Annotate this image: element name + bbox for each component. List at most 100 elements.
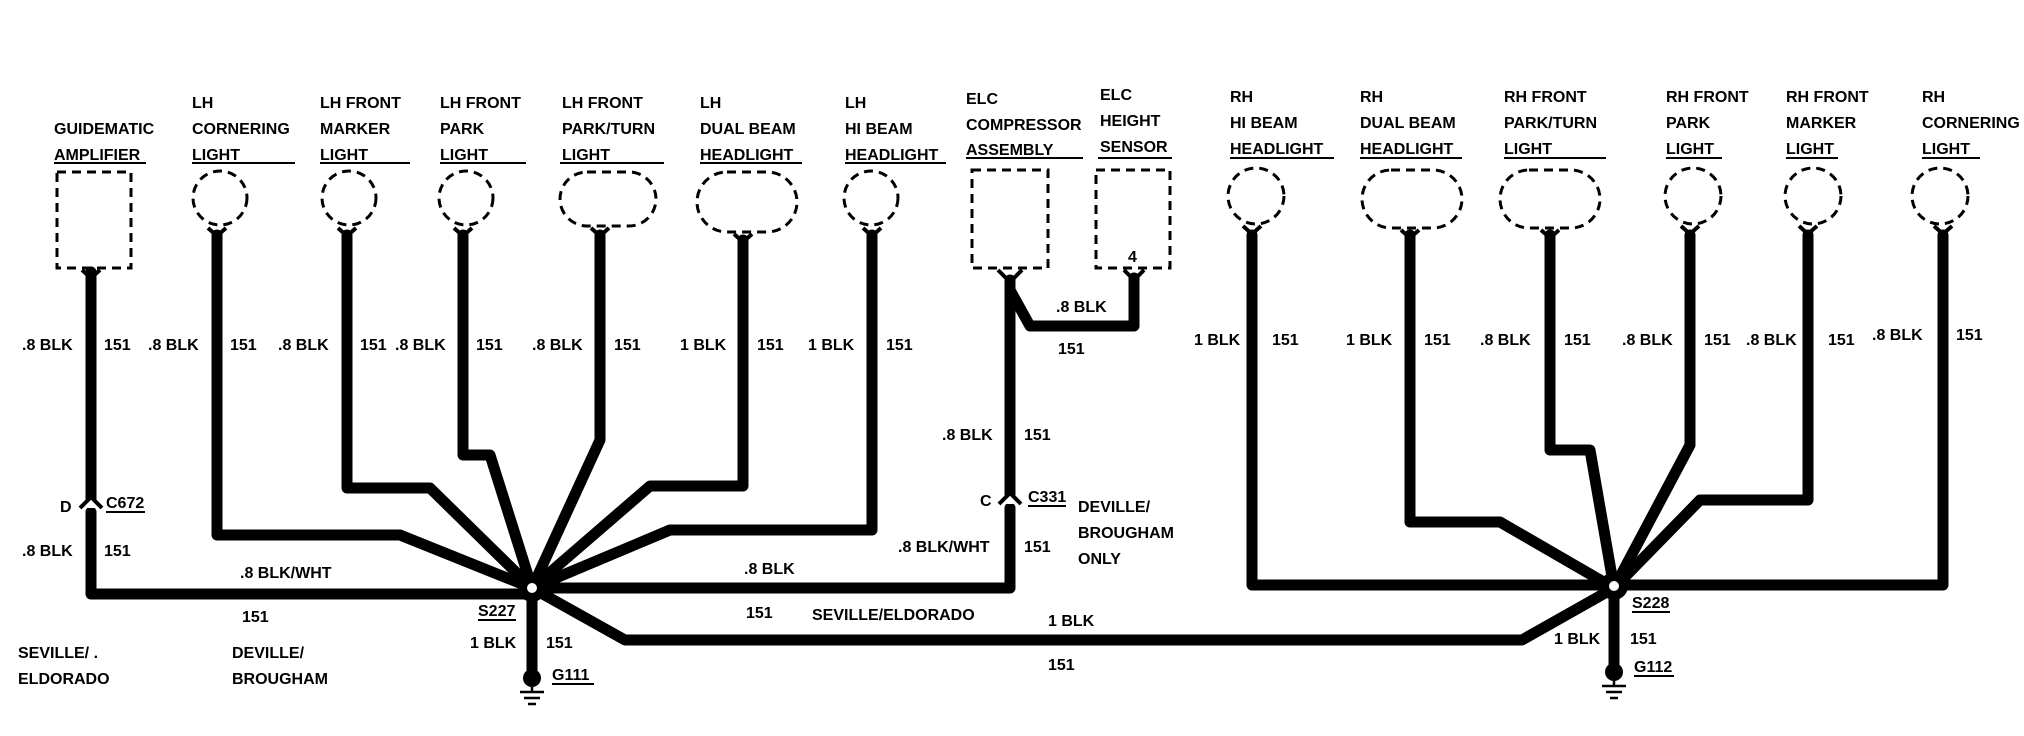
s227-label: S227 xyxy=(478,603,515,620)
wire-circuit-rh-cornering: 151 xyxy=(1956,327,1983,344)
lh-dual-beam-title-3: HEADLIGHT xyxy=(700,147,794,164)
rh-front-park-title-1: RH FRONT xyxy=(1666,89,1749,106)
wire-labels: .8 BLK 151 .8 BLK 151 .8 BLK 151 .8 BLK … xyxy=(22,299,1983,685)
wire-color-lh-cornering: .8 BLK xyxy=(148,337,199,354)
rh-hi-beam-headlight-bulb xyxy=(1226,166,1286,226)
wire-rh-dual-beam xyxy=(1404,229,1620,594)
g111-label: G111 xyxy=(552,667,589,684)
lh-front-park-title-2: PARK xyxy=(440,121,485,138)
lh-front-park-light-bulb xyxy=(437,169,495,227)
rh-dual-beam-headlight-bulb xyxy=(1360,168,1464,230)
wire-color-lh-dual-beam: 1 BLK xyxy=(680,337,727,354)
note-deville-brougham-left-2: BROUGHAM xyxy=(232,671,328,688)
wire-circuit-deville-to-s227: 151 xyxy=(242,609,269,626)
wire-rh-hi-beam xyxy=(1246,229,1620,591)
wire-lh-front-park xyxy=(457,229,538,594)
lh-cornering-light-bulb xyxy=(191,169,249,227)
s228-splice-center xyxy=(1609,581,1619,591)
wire-circuit-lh-hi-beam: 151 xyxy=(886,337,913,354)
s227-to-s228-circuit: 151 xyxy=(1048,657,1075,674)
notes: DEVILLE/ BROUGHAM ONLY SEVILLE/ELDORADO … xyxy=(18,499,1174,688)
pin-rh-front-park-turn xyxy=(1539,228,1561,241)
g112-label: G112 xyxy=(1634,659,1672,676)
rh-front-marker-title-3: LIGHT xyxy=(1786,141,1834,158)
wire-circuit-lh-dual-beam: 151 xyxy=(757,337,784,354)
title-underlines xyxy=(54,157,1980,164)
wire-color-rh-front-marker: .8 BLK xyxy=(1746,332,1797,349)
rh-front-marker-light-bulb xyxy=(1783,166,1843,226)
note-deville-brougham-only-1: DEVILLE/ xyxy=(1078,499,1151,516)
rh-dual-beam-title-1: RH xyxy=(1360,89,1383,106)
rh-front-park-title-2: PARK xyxy=(1666,115,1711,132)
pin-lh-front-marker xyxy=(336,226,358,239)
rh-front-park-turn-title-2: PARK/TURN xyxy=(1504,115,1597,132)
splices xyxy=(518,572,1628,602)
rh-dual-beam-title-3: HEADLIGHT xyxy=(1360,141,1454,158)
lh-dual-beam-title-2: DUAL BEAM xyxy=(700,121,796,138)
wire-rh-front-marker xyxy=(1608,229,1814,594)
wire-circuit-lh-cornering: 151 xyxy=(230,337,257,354)
rh-cornering-title-1: RH xyxy=(1922,89,1945,106)
lh-front-park-turn-title-2: PARK/TURN xyxy=(562,121,655,138)
elc-height-sensor-title-2: HEIGHT xyxy=(1100,113,1161,130)
pin-rh-hi-beam xyxy=(1241,224,1263,237)
guidematic-amplifier-box xyxy=(55,170,133,270)
rh-front-park-turn-title-1: RH FRONT xyxy=(1504,89,1587,106)
rh-dual-beam-title-2: DUAL BEAM xyxy=(1360,115,1456,132)
component-pins xyxy=(80,224,1954,285)
rh-front-marker-title-1: RH FRONT xyxy=(1786,89,1869,106)
wire-lh-front-marker xyxy=(341,229,538,594)
wire-circuit-elc-height-jumper: 151 xyxy=(1058,341,1085,358)
lh-cornering-title-2: CORNERING xyxy=(192,121,290,138)
component-titles: GUIDEMATIC AMPLIFIER LH CORNERING LIGHT … xyxy=(54,87,2020,266)
lh-front-marker-title-2: MARKER xyxy=(320,121,391,138)
elc-height-sensor-title-3: SENSOR xyxy=(1100,139,1168,156)
lh-dual-beam-headlight-bulb xyxy=(695,170,799,234)
pin-lh-front-park-turn xyxy=(589,226,611,239)
pin-lh-front-park xyxy=(452,226,474,239)
wire-circuit-rh-hi-beam: 151 xyxy=(1272,332,1299,349)
g112-ground-bolt xyxy=(1605,663,1623,681)
note-deville-brougham-only-3: ONLY xyxy=(1078,551,1121,568)
wire-color-rh-front-park: .8 BLK xyxy=(1622,332,1673,349)
g111-ground-bolt xyxy=(523,669,541,687)
s227-splice-center xyxy=(527,583,537,593)
pin-elc-compressor xyxy=(996,268,1024,285)
pin-rh-front-marker xyxy=(1797,224,1819,237)
wire-lh-front-park-turn xyxy=(526,229,606,594)
pin-guidematic xyxy=(80,268,102,281)
wire-color-elc-height-jumper: .8 BLK xyxy=(1056,299,1107,316)
lh-cornering-title-3: LIGHT xyxy=(192,147,240,164)
pin-lh-hi-beam xyxy=(861,226,883,239)
wires xyxy=(85,229,1949,676)
wire-lh-dual-beam xyxy=(526,234,749,594)
s227-ground-color: 1 BLK xyxy=(470,635,517,652)
wire-lh-hi-beam xyxy=(526,229,878,594)
lh-hi-beam-title-3: HEADLIGHT xyxy=(845,147,939,164)
wire-circuit-elc-to-s227: 151 xyxy=(746,605,773,622)
pin-rh-front-park xyxy=(1679,224,1701,237)
elc-height-sensor-box xyxy=(1094,168,1172,270)
pin-rh-cornering xyxy=(1932,224,1954,237)
rh-front-park-title-3: LIGHT xyxy=(1666,141,1714,158)
wire-rh-cornering xyxy=(1608,229,1949,591)
rh-hi-beam-title-1: RH xyxy=(1230,89,1253,106)
wire-color-guidematic-lower: .8 BLK xyxy=(22,543,73,560)
s228-label: S228 xyxy=(1632,595,1669,612)
wire-s227-to-s228 xyxy=(526,582,1620,646)
wire-color-rh-dual-beam: 1 BLK xyxy=(1346,332,1393,349)
wire-color-deville-to-s227: .8 BLK/WHT xyxy=(240,565,332,582)
c672-pin-label: D xyxy=(60,499,72,516)
wire-circuit-guidematic-lower: 151 xyxy=(104,543,131,560)
pin-lh-cornering xyxy=(206,226,228,239)
g111-ground-icon xyxy=(520,687,544,706)
wire-circuit-lh-front-park-turn: 151 xyxy=(614,337,641,354)
rh-cornering-light-bulb xyxy=(1910,166,1970,226)
note-seville-eldorado-center: SEVILLE/ELDORADO xyxy=(812,607,975,624)
rh-front-park-turn-title-3: LIGHT xyxy=(1504,141,1552,158)
lh-hi-beam-headlight-bulb xyxy=(842,169,900,227)
rh-front-marker-title-2: MARKER xyxy=(1786,115,1857,132)
components xyxy=(55,166,1970,270)
